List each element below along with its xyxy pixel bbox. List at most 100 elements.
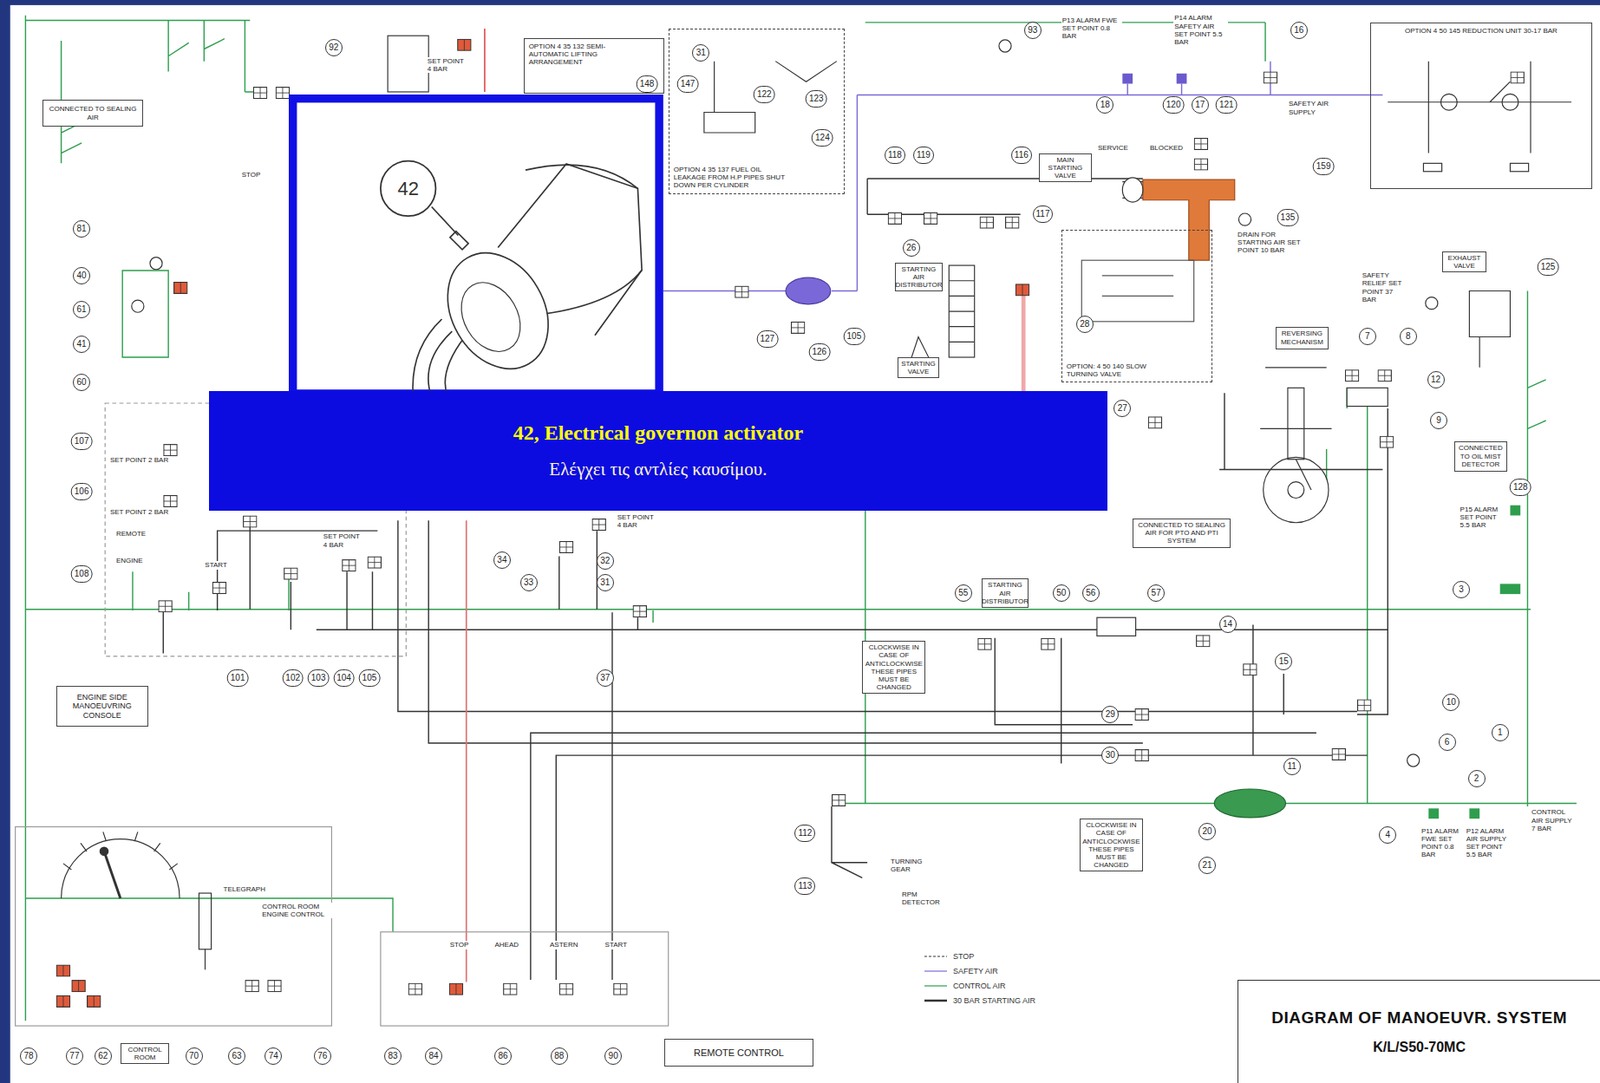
callout-number: 120 bbox=[1162, 96, 1185, 114]
actuator-outline bbox=[543, 270, 642, 315]
callout-number: 88 bbox=[550, 1047, 569, 1065]
valve-symbol bbox=[613, 983, 627, 995]
callout-number: 147 bbox=[677, 75, 699, 93]
legend-line bbox=[924, 971, 947, 973]
note-label: SERVICE bbox=[1097, 143, 1136, 152]
node-text: STARTING VALVE bbox=[901, 359, 936, 376]
node-text: EXHAUST VALVE bbox=[1445, 254, 1484, 270]
note-label: P12 ALARM AIR SUPPLY SET POINT 5.5 BAR bbox=[1465, 827, 1513, 860]
node-text: OPTION 4 35 137 FUEL OIL LEAKAGE FROM H.… bbox=[672, 164, 790, 191]
control-air-pipe bbox=[25, 19, 250, 21]
note-label: START bbox=[203, 561, 235, 569]
note-label: SAFETY RELIEF SET POINT 37 BAR bbox=[1361, 271, 1405, 304]
control-air-pipe bbox=[1326, 379, 1547, 480]
valve-symbol bbox=[1358, 699, 1372, 712]
valve-symbol bbox=[1377, 370, 1392, 382]
actuator-outline bbox=[450, 231, 469, 250]
callout-number: 42 bbox=[397, 177, 418, 201]
safety-air-pipe bbox=[1127, 61, 1271, 96]
valve-symbol bbox=[174, 281, 188, 294]
callout-number: 27 bbox=[1113, 399, 1131, 418]
pressure-switch bbox=[1509, 505, 1521, 516]
note-box: CLOCKWISE IN CASE OF ANTICLOCKWISE THESE… bbox=[1079, 818, 1143, 872]
option-region: OPTION: 4 50 140 SLOW TURNING VALVE bbox=[1061, 229, 1213, 384]
control-air-pipe bbox=[1366, 387, 1368, 804]
callout-number: 116 bbox=[1011, 146, 1032, 164]
callout-number: 30 bbox=[1101, 746, 1119, 765]
pressure-gauge bbox=[131, 300, 144, 313]
component-box: STARTING VALVE bbox=[897, 357, 939, 379]
valve-symbol bbox=[408, 983, 422, 995]
node-text: 42, Electrical governon activator bbox=[513, 421, 804, 445]
valve-symbol bbox=[592, 519, 606, 531]
callout-number: 63 bbox=[228, 1047, 246, 1065]
legend-text: STOP bbox=[951, 952, 976, 961]
callout-number: 105 bbox=[359, 669, 381, 687]
control-air-pipe bbox=[25, 608, 1531, 610]
inset-frame bbox=[293, 98, 660, 394]
legend-line bbox=[924, 956, 947, 958]
valve-symbol bbox=[559, 983, 573, 995]
note-label: TELEGRAPH bbox=[222, 885, 278, 894]
note-label: P13 ALARM FWE SET POINT 0.8 BAR bbox=[1061, 16, 1123, 41]
callout-number: 108 bbox=[71, 565, 93, 583]
engine-mechanism bbox=[1469, 290, 1510, 367]
callout-number: 41 bbox=[72, 335, 91, 353]
callout-number: 101 bbox=[227, 669, 249, 687]
control-pipe bbox=[1357, 408, 1388, 715]
callout-number: 6 bbox=[1438, 733, 1457, 752]
note-box: CLOCKWISE IN CASE OF ANTICLOCKWISE THESE… bbox=[862, 640, 926, 694]
panel-label: ENGINE SIDE MANOEUVRING CONSOLE bbox=[56, 685, 149, 727]
callout-number: 128 bbox=[1509, 478, 1532, 497]
control-pipe bbox=[1060, 638, 1062, 765]
note-label: RPM DETECTOR bbox=[901, 890, 956, 907]
control-air-pipe bbox=[836, 803, 1577, 804]
air-receiver bbox=[785, 277, 831, 305]
valve-symbol bbox=[1148, 417, 1162, 429]
callout-number: 121 bbox=[1215, 96, 1238, 114]
control-panel-frame bbox=[15, 827, 333, 1027]
valve-symbol bbox=[342, 560, 356, 572]
note-label: REMOTE bbox=[115, 529, 154, 538]
actuator-outline bbox=[412, 319, 442, 399]
node-text: CLOCKWISE IN CASE OF ANTICLOCKWISE THESE… bbox=[1082, 821, 1140, 869]
node-subtext: K/L/S50-70MC bbox=[1372, 1039, 1466, 1056]
valve-symbol bbox=[56, 995, 70, 1007]
callout-number: 122 bbox=[753, 85, 776, 104]
callout-number: 126 bbox=[809, 343, 831, 361]
legend-line bbox=[923, 981, 948, 991]
safety-air-pipe bbox=[856, 94, 858, 291]
note-label: SET POINT 4 BAR bbox=[616, 513, 658, 529]
note-box: CONNECTED TO SEALING AIR bbox=[42, 99, 143, 127]
control-pipe bbox=[559, 530, 639, 630]
safety-air-pipe bbox=[663, 61, 1384, 292]
callout-number: 117 bbox=[1032, 205, 1054, 223]
control-pipe bbox=[831, 806, 868, 878]
option-box: OPTION 4 50 145 REDUCTION UNIT 30-17 BAR bbox=[1370, 22, 1592, 190]
callout-number: 102 bbox=[281, 669, 304, 687]
telegraph-handle bbox=[198, 893, 211, 950]
node-subtext: Ελέγχει τις αντλίες καυσίμου. bbox=[548, 458, 767, 481]
valve-symbol bbox=[790, 321, 804, 334]
callout-number: 148 bbox=[636, 75, 659, 93]
node-text: OPTION 4 50 145 REDUCTION UNIT 30-17 BAR bbox=[1404, 26, 1559, 36]
caption-band: 42, Electrical governon activatorΕλέγχει… bbox=[208, 391, 1107, 511]
note-label: CONTROL AIR SUPPLY 7 BAR bbox=[1530, 808, 1575, 833]
actuator-picture bbox=[288, 94, 664, 399]
legend-line bbox=[923, 996, 948, 1006]
legend-line bbox=[923, 966, 948, 976]
pressure-gauge bbox=[1407, 754, 1420, 767]
valve-symbol bbox=[253, 87, 267, 99]
callout-number: 17 bbox=[1191, 96, 1209, 114]
telegraph-handle bbox=[61, 839, 180, 899]
callout-number: 3 bbox=[1452, 581, 1470, 599]
valve-symbol bbox=[56, 965, 70, 977]
control-pipe bbox=[398, 520, 1358, 712]
valve-symbol bbox=[1510, 71, 1524, 84]
valve-symbol bbox=[1263, 71, 1277, 84]
callout-number: 123 bbox=[805, 90, 828, 108]
legend-line bbox=[924, 986, 947, 987]
reduction-unit-symbols bbox=[1387, 61, 1572, 154]
control-air-pipe bbox=[25, 898, 393, 933]
